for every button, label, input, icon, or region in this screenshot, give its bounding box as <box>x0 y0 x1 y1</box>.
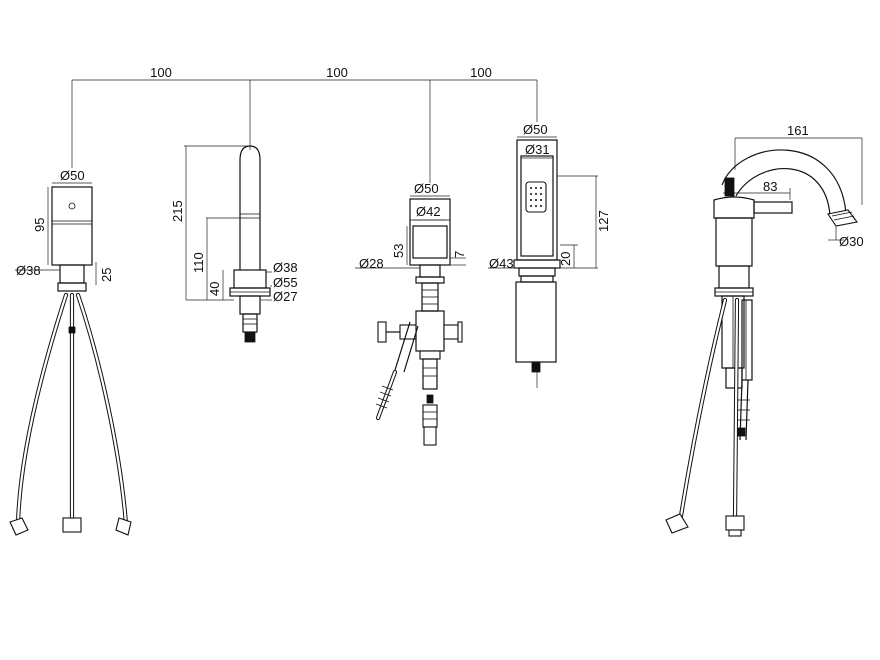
spray-face <box>530 187 542 207</box>
spout-base-height: 40 <box>207 282 222 296</box>
mixer-drawing: Ø50 95 Ø38 25 <box>9 168 132 536</box>
side-inner-reach: 83 <box>763 179 777 194</box>
mixer-height: 95 <box>32 218 47 232</box>
spacing-label-1: 100 <box>150 65 172 80</box>
side-view-drawing: 161 83 Ø30 <box>665 123 864 537</box>
handshower-inner-diameter: Ø31 <box>525 142 550 157</box>
diverter-lip: 7 <box>452 251 467 258</box>
mixer-base-height: 25 <box>99 268 114 282</box>
spout-dia-3: Ø27 <box>273 289 298 304</box>
diverter-drawing: Ø50 Ø42 53 <box>355 181 467 446</box>
spacing-label-3: 100 <box>470 65 492 80</box>
diverter-base-diameter: Ø28 <box>359 256 384 271</box>
spacing-label-2: 100 <box>326 65 348 80</box>
mixer-base-diameter: Ø38 <box>16 263 41 278</box>
diverter-height: 53 <box>391 244 406 258</box>
handshower-drawing: Ø50 Ø31 127 20 Ø43 <box>488 122 611 388</box>
spout-dia-1: Ø38 <box>273 260 298 275</box>
spout-drawing: 215 110 40 Ø38 Ø55 Ø27 <box>170 145 298 343</box>
spacing-dimensions: 100 100 100 <box>71 65 538 183</box>
spout-height: 215 <box>170 200 185 222</box>
side-outlet-diameter: Ø30 <box>839 234 864 249</box>
handshower-base-height: 20 <box>558 252 573 266</box>
spout-dia-2: Ø55 <box>273 275 298 290</box>
mixer-top-diameter: Ø50 <box>60 168 85 183</box>
diverter-inner-diameter: Ø42 <box>416 204 441 219</box>
handshower-top-diameter: Ø50 <box>523 122 548 137</box>
spout-mid-height: 110 <box>191 252 206 273</box>
diverter-top-diameter: Ø50 <box>414 181 439 196</box>
side-reach: 161 <box>787 123 809 138</box>
handshower-height: 127 <box>596 210 611 232</box>
handshower-base-diameter: Ø43 <box>489 256 514 271</box>
